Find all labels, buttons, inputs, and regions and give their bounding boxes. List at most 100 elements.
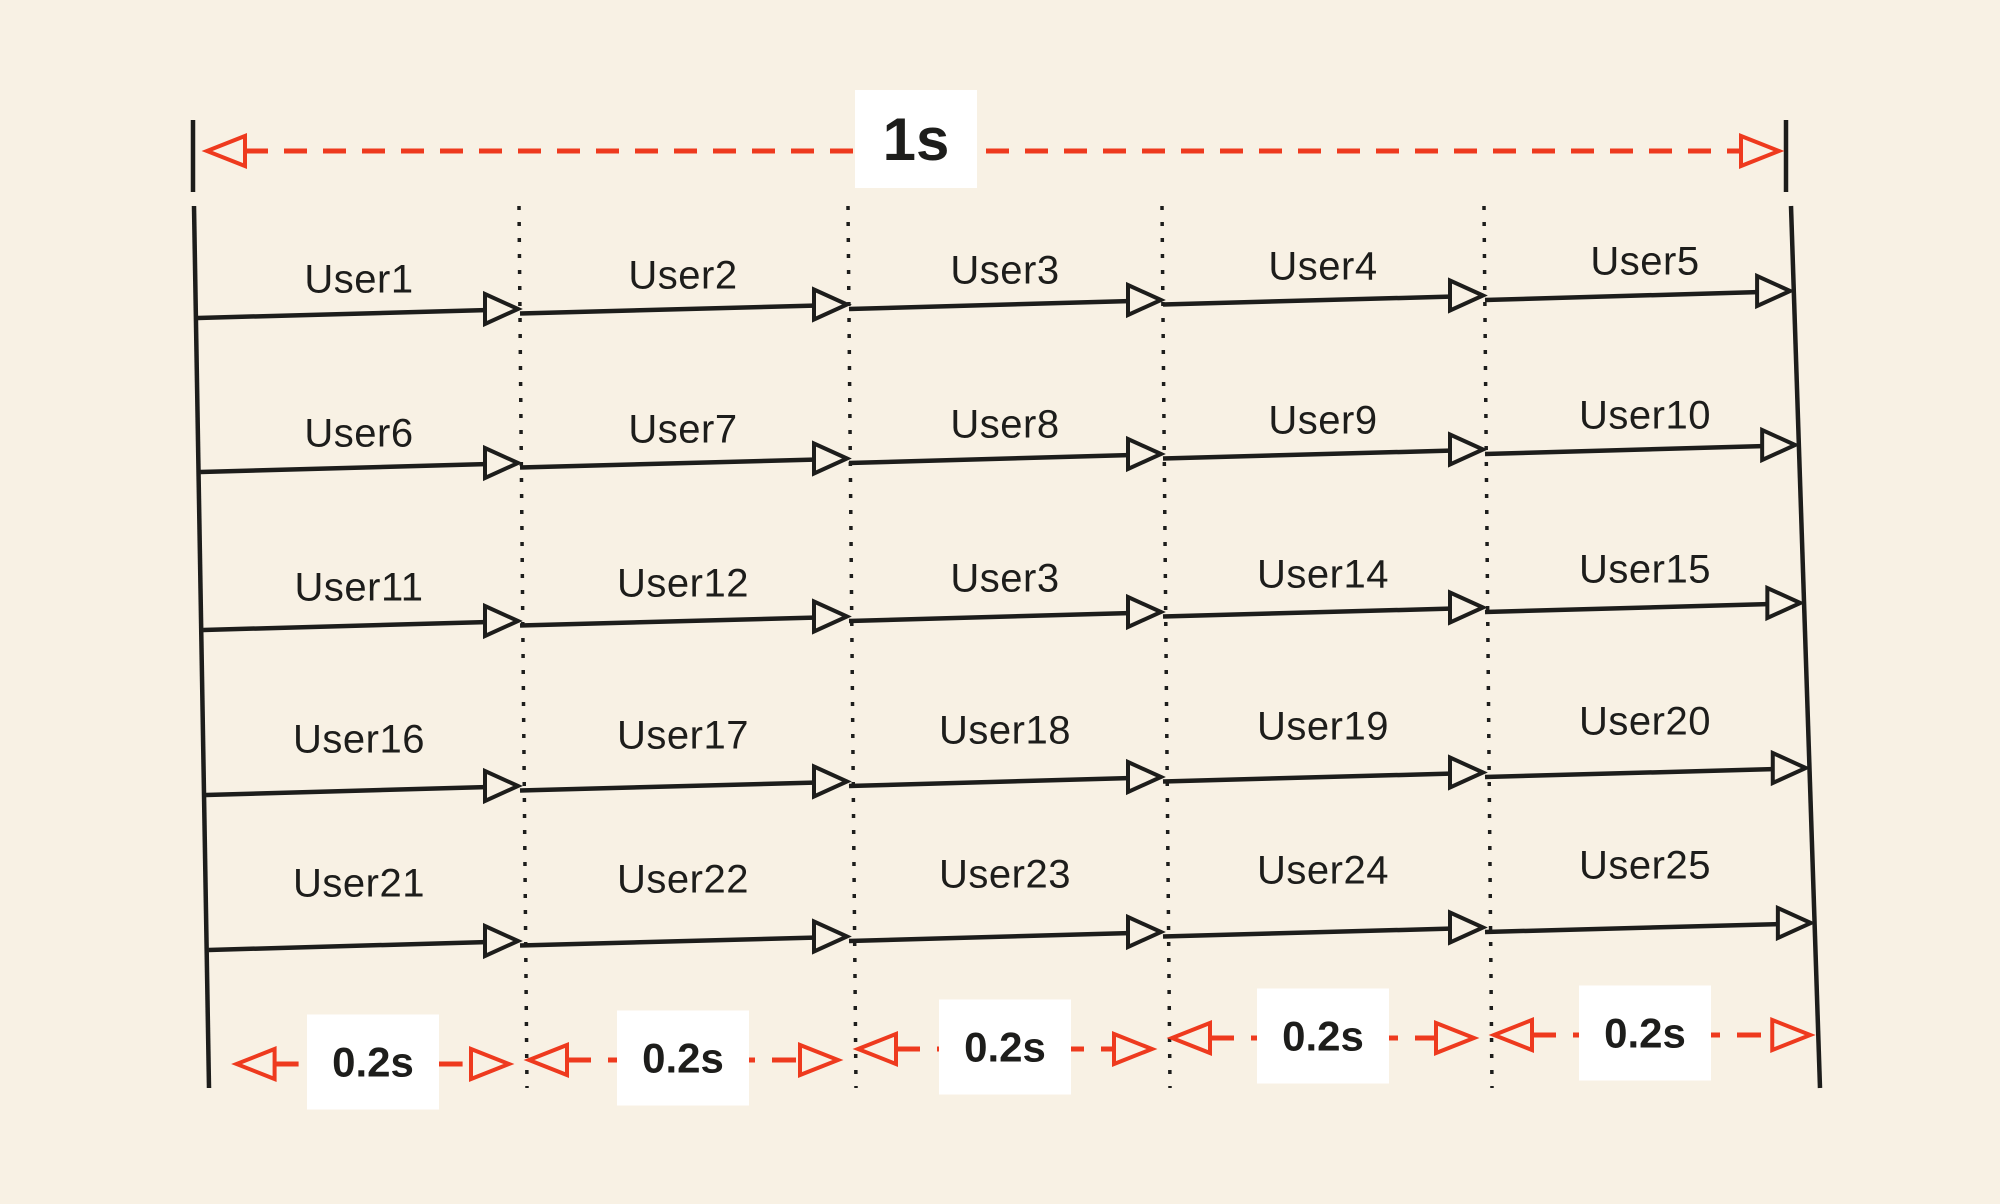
left-boundary-line [191, 205, 212, 1089]
user-arrowhead [812, 918, 852, 955]
user-arrowhead [812, 286, 852, 323]
user-arrow-line [200, 461, 490, 475]
user-label: User8 [950, 402, 1060, 447]
segment-duration-right-arrowhead [1434, 1020, 1480, 1056]
user-arrowhead [1126, 758, 1166, 796]
user-label: User10 [1579, 393, 1711, 438]
user-arrow-line [848, 775, 1133, 789]
user-label: User18 [939, 708, 1071, 753]
segment-duration-label: 0.2s [1579, 985, 1711, 1081]
user-arrowhead [812, 598, 852, 635]
total-duration-label: 1s [855, 90, 977, 188]
user-label: User23 [939, 852, 1071, 897]
user-label: User12 [617, 561, 749, 605]
user-arrowhead [1755, 272, 1795, 310]
user-label: User11 [294, 565, 424, 610]
segment-duration-left-arrowhead [1166, 1020, 1212, 1056]
segment-duration-left-arrowhead [231, 1046, 277, 1082]
user-arrow-line [1484, 601, 1772, 615]
user-arrow-line [205, 784, 490, 798]
user-label: User7 [628, 407, 738, 451]
segment-divider-dotted-line [517, 205, 529, 1089]
user-label: User20 [1579, 699, 1711, 744]
user-arrow-line [203, 619, 490, 633]
user-arrow-line [519, 457, 819, 470]
right-boundary-line [1788, 205, 1823, 1089]
user-arrowhead [1765, 584, 1806, 622]
user-arrowhead [483, 290, 523, 328]
user-arrowhead [1448, 909, 1488, 946]
segment-duration-right-arrowhead [798, 1042, 844, 1078]
user-arrow-line [848, 930, 1133, 944]
user-arrowhead [812, 763, 852, 800]
user-arrowhead [1760, 426, 1800, 464]
user-arrowhead [1448, 431, 1488, 468]
user-label: User24 [1257, 848, 1389, 892]
segment-duration-label: 0.2s [617, 1010, 749, 1106]
user-label: User5 [1590, 239, 1700, 284]
user-arrow-line [1162, 771, 1455, 784]
user-label: User14 [1257, 552, 1389, 596]
user-arrow-line [848, 452, 1133, 466]
user-label: User9 [1268, 398, 1378, 442]
user-arrowhead [1448, 589, 1488, 626]
segment-divider-dotted-line [1482, 205, 1494, 1089]
user-label: User6 [304, 411, 414, 456]
user-label: User17 [617, 713, 749, 757]
segment-duration-right-arrowhead [1112, 1031, 1158, 1067]
user-arrow-line [1162, 294, 1455, 307]
total-duration-left-arrowhead [201, 133, 247, 169]
user-label: User16 [293, 717, 425, 762]
user-arrow-line [208, 939, 490, 953]
user-arrow-line [519, 935, 819, 948]
segment-duration-label: 0.2s [307, 1014, 439, 1110]
user-arrowhead [1126, 281, 1166, 319]
user-label: User3 [950, 556, 1060, 601]
user-arrow-line [848, 298, 1133, 312]
user-arrowhead [1770, 749, 1811, 787]
user-arrowhead [483, 922, 523, 960]
user-label: User19 [1257, 704, 1389, 748]
user-arrow-line [1162, 448, 1455, 461]
segment-duration-label: 0.2s [939, 999, 1071, 1095]
user-label: User3 [950, 248, 1060, 293]
user-arrowhead [1126, 593, 1166, 631]
user-arrow-line [519, 303, 819, 316]
user-arrowhead [483, 602, 523, 640]
user-arrow-line [1484, 289, 1762, 303]
user-label: User25 [1579, 843, 1711, 888]
total-duration-right-arrowhead [1739, 133, 1785, 169]
segment-duration-left-arrowhead [1488, 1017, 1534, 1053]
user-arrow-line [848, 610, 1133, 624]
user-arrow-line [1484, 766, 1777, 780]
user-arrow-line [519, 780, 819, 793]
user-arrow-line [1484, 443, 1767, 457]
segment-duration-left-arrowhead [523, 1042, 569, 1078]
user-arrow-line [1162, 926, 1455, 939]
user-arrowhead [1775, 904, 1816, 942]
segment-divider-dotted-line [1160, 205, 1172, 1089]
user-label: User1 [304, 257, 414, 302]
user-label: User2 [628, 253, 738, 297]
user-arrowhead [1448, 754, 1488, 791]
user-arrow-line [519, 615, 819, 628]
segment-duration-right-arrowhead [1770, 1017, 1816, 1053]
segment-duration-left-arrowhead [852, 1031, 898, 1067]
user-arrowhead [483, 767, 523, 805]
user-arrowhead [483, 444, 523, 482]
user-label: User15 [1579, 547, 1711, 592]
user-label: User22 [617, 857, 749, 901]
user-arrowhead [1448, 277, 1488, 314]
user-arrowhead [1126, 913, 1166, 951]
user-label: User21 [293, 861, 425, 906]
segment-duration-right-arrowhead [469, 1046, 515, 1082]
user-arrow-line [1484, 921, 1782, 935]
user-arrowhead [1126, 435, 1166, 473]
user-arrow-line [1162, 606, 1455, 619]
user-label: User4 [1268, 244, 1378, 288]
user-arrow-line [197, 307, 490, 321]
segment-divider-dotted-line [846, 205, 858, 1089]
user-arrowhead [812, 440, 852, 477]
